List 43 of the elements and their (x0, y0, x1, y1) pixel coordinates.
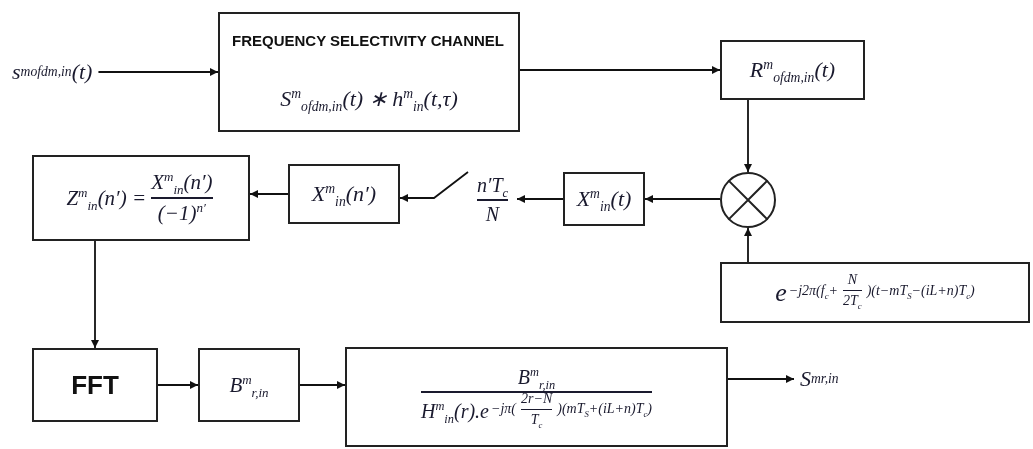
signal-box (198, 348, 300, 422)
formula-text: )(t−mT$_{S}$−(iL+n)T$_{c}$) (866, 282, 975, 299)
formula-text: S$^{m}$$_{ofdm,in}$(t) ∗ h$^{m}$$_{in}$(t,τ) (280, 85, 458, 112)
formula-text: X$^{m}$$_{in}$(n′) (151, 170, 213, 196)
formula-text: X$^{m}$$_{in}$(n′) (311, 181, 377, 207)
formula-text: n′T$_{c}$ (477, 174, 508, 198)
arrow (97, 68, 219, 76)
arrow (399, 171, 469, 202)
channel-box (218, 12, 520, 132)
formula-text: 2r−N (521, 390, 553, 407)
formula-text: R$^{m}$$_{ofdm,in}$(t) (749, 57, 836, 83)
arrow (744, 227, 752, 263)
arrow (157, 381, 199, 389)
multiplier-circle (720, 172, 776, 228)
arrow (299, 381, 346, 389)
box-title: FFT (71, 369, 119, 401)
formula-text: (−1)$^{n′}$ (157, 200, 206, 226)
arrow (744, 99, 752, 173)
fft-box (32, 348, 158, 422)
formula-text: −jπ( (491, 401, 516, 418)
arrow (516, 195, 564, 203)
arrow (249, 190, 289, 198)
box-title: FREQUENCY SELECTIVITY CHANNEL (232, 32, 504, 50)
arrow (727, 375, 795, 383)
formula-text: )(mT$_{S}$+(iL+n)T$_{c}$) (557, 401, 653, 418)
arrow (91, 240, 99, 349)
formula-text: H$^{m}$$_{in}$(r).e (420, 399, 489, 423)
arrow (644, 195, 721, 203)
phase-correction-box (32, 155, 250, 241)
exponential-box (720, 262, 1030, 323)
formula-text: −j2π(f$_{c}$+ (788, 282, 838, 299)
formula-text: X$^{m}$$_{in}$(t) (576, 186, 632, 212)
formula-text: e (775, 277, 787, 308)
formula-text: Z$^{m}$$_{in}$(n′) = (66, 185, 147, 211)
arrow (519, 66, 721, 74)
sampled-signal-box (288, 164, 400, 224)
formula-text: N (847, 271, 857, 288)
formula-text: T$_{c}$ (530, 412, 543, 428)
signal-box (720, 40, 865, 100)
formula-text: N (485, 202, 500, 226)
equalizer-box (345, 347, 728, 447)
signal-box (563, 172, 645, 226)
formula-text: 2T$_{c}$ (843, 293, 862, 310)
